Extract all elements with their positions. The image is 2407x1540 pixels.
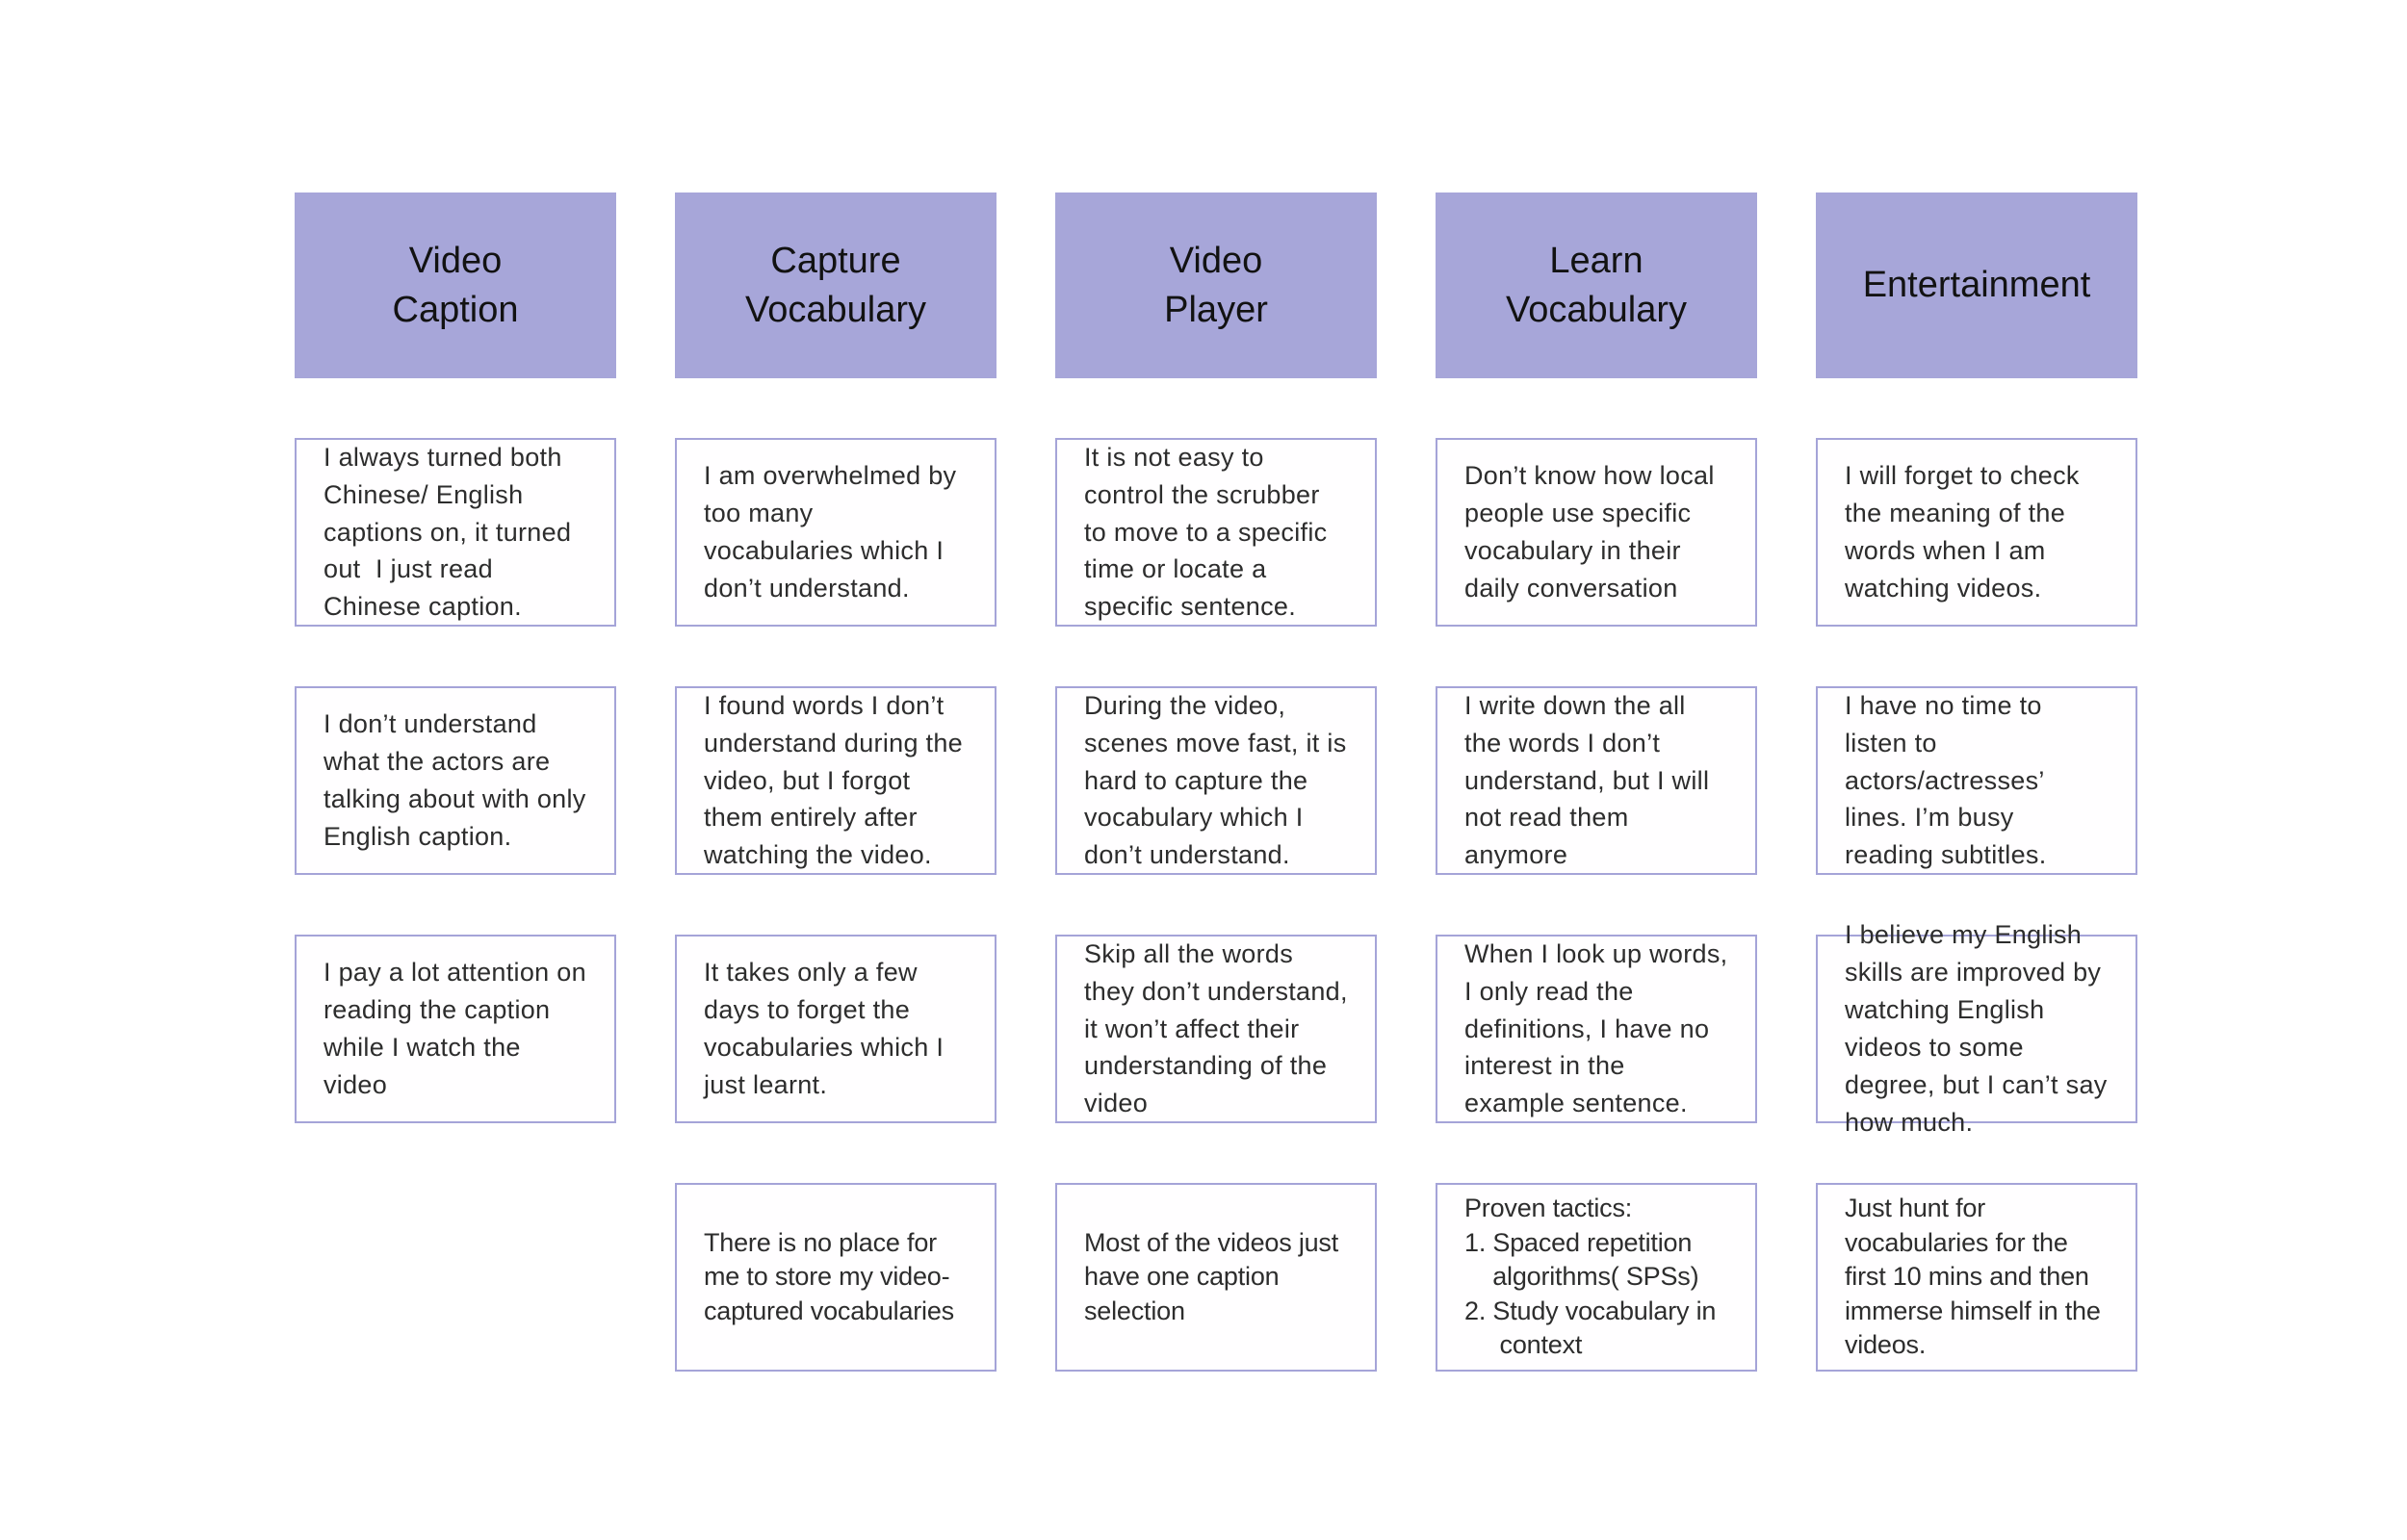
note-card-text: It takes only a few days to forget the v… <box>704 958 951 1099</box>
note-card-text: Don’t know how local people use specific… <box>1464 461 1722 603</box>
note-card: I write down the all the words I don’t u… <box>1436 686 1757 875</box>
note-card-text: It is not easy to control the scrubber t… <box>1084 442 1335 622</box>
column-header-video-caption: Video Caption <box>295 192 616 378</box>
column-header-entertainment: Entertainment <box>1816 192 2137 378</box>
column-header-video-player: Video Player <box>1055 192 1377 378</box>
note-card-text: I don’t understand what the actors are t… <box>324 709 594 851</box>
note-card: Just hunt for vocabularies for the first… <box>1816 1183 2137 1372</box>
column-header-capture-vocabulary: Capture Vocabulary <box>675 192 996 378</box>
note-card: Don’t know how local people use specific… <box>1436 438 1757 627</box>
note-card: I don’t understand what the actors are t… <box>295 686 616 875</box>
note-card-text: I pay a lot attention on reading the cap… <box>324 958 594 1099</box>
note-card: I will forget to check the meaning of th… <box>1816 438 2137 627</box>
note-card-text: I found words I don’t understand during … <box>704 690 971 870</box>
note-card-text: Proven tactics: 1. Spaced repetition alg… <box>1464 1193 1717 1360</box>
note-card-text: I write down the all the words I don’t u… <box>1464 690 1718 870</box>
note-card: I pay a lot attention on reading the cap… <box>295 935 616 1123</box>
note-card: There is no place for me to store my vid… <box>675 1183 996 1372</box>
note-card: It is not easy to control the scrubber t… <box>1055 438 1377 627</box>
note-card-text: Just hunt for vocabularies for the first… <box>1845 1193 2108 1360</box>
note-card-text: During the video, scenes move fast, it i… <box>1084 690 1355 870</box>
note-card-text: I always turned both Chinese/ English ca… <box>324 442 580 622</box>
note-card-text: I will forget to check the meaning of th… <box>1845 461 2087 603</box>
note-card: I am overwhelmed by too many vocabularie… <box>675 438 996 627</box>
note-card: When I look up words, I only read the de… <box>1436 935 1757 1123</box>
note-card: Skip all the words they don’t understand… <box>1055 935 1377 1123</box>
note-card: I always turned both Chinese/ English ca… <box>295 438 616 627</box>
note-card-text: There is no place for me to store my vid… <box>704 1227 954 1325</box>
note-card-text: Skip all the words they don’t understand… <box>1084 938 1356 1118</box>
note-card: Most of the videos just have one caption… <box>1055 1183 1377 1372</box>
note-card-text: I believe my English skills are improved… <box>1845 920 2115 1137</box>
note-card-text: I have no time to listen to actors/actre… <box>1845 690 2052 870</box>
note-card-text: When I look up words, I only read the de… <box>1464 938 1736 1118</box>
note-card: During the video, scenes move fast, it i… <box>1055 686 1377 875</box>
note-card: It takes only a few days to forget the v… <box>675 935 996 1123</box>
note-card: Proven tactics: 1. Spaced repetition alg… <box>1436 1183 1757 1372</box>
note-card-text: Most of the videos just have one caption… <box>1084 1227 1346 1325</box>
note-card: I found words I don’t understand during … <box>675 686 996 875</box>
affinity-diagram-board: Video Caption Capture Vocabulary Video P… <box>295 192 2137 1372</box>
note-card: I have no time to listen to actors/actre… <box>1816 686 2137 875</box>
note-card-text: I am overwhelmed by too many vocabularie… <box>704 461 965 603</box>
column-header-learn-vocabulary: Learn Vocabulary <box>1436 192 1757 378</box>
note-card: I believe my English skills are improved… <box>1816 920 2137 1137</box>
